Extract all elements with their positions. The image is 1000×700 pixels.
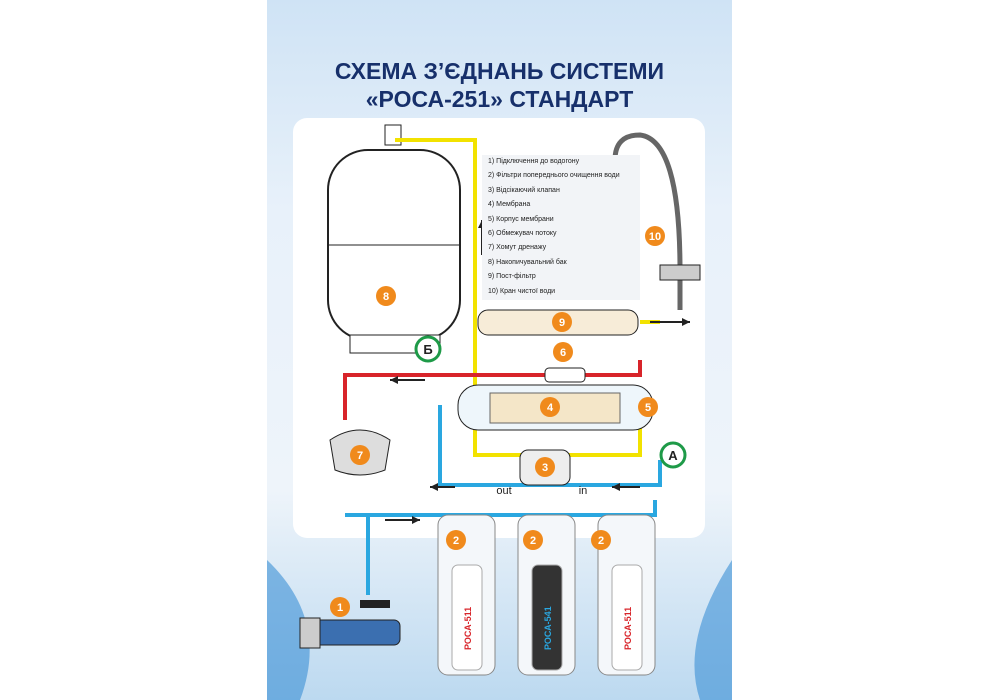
pre-filters: [437, 514, 656, 676]
title-line-2: «РОСА-251» СТАНДАРТ: [365, 86, 634, 112]
flow-out-label: out: [496, 485, 511, 497]
legend-item: 5) Корпус мембрани: [488, 215, 554, 223]
legend-item: 10) Кран чистої води: [488, 287, 556, 295]
marker-10: 10: [649, 231, 661, 243]
marker-4: 4: [547, 402, 554, 414]
legend: 1) Підключення до водогону 2) Фільтри по…: [482, 155, 640, 300]
marker-1: 1: [337, 602, 343, 614]
marker-2a: 2: [453, 535, 459, 547]
marker-b: Б: [423, 342, 432, 357]
marker-3: 3: [542, 462, 548, 474]
marker-2b: 2: [530, 535, 536, 547]
cartridge-label-3: РОСА-511: [623, 607, 633, 650]
cartridge-label-2: РОСА-541: [543, 606, 553, 650]
legend-item: 4) Мембрана: [488, 201, 531, 209]
legend-item: 7) Хомут дренажу: [488, 244, 547, 252]
legend-item: 9) Пост-фільтр: [488, 273, 536, 281]
marker-8: 8: [383, 291, 389, 303]
legend-item: 2) Фільтри попереднього очищення води: [488, 172, 620, 180]
legend-item: 8) Накопичувальний бак: [488, 258, 567, 266]
storage-tank: [327, 124, 461, 354]
legend-item: 6) Обмежувач потоку: [488, 229, 557, 237]
marker-2c: 2: [598, 535, 604, 547]
red-drain-tube: [343, 373, 475, 420]
inlet-tube: [345, 513, 440, 595]
inlet-valve: [299, 600, 401, 649]
flow-in-label: in: [579, 485, 588, 497]
legend-item: 1) Підключення до водогону: [488, 158, 580, 165]
cartridge-label-1: РОСА-511: [463, 607, 473, 650]
marker-7: 7: [357, 450, 363, 462]
marker-9: 9: [559, 317, 565, 329]
marker-a: А: [668, 448, 678, 463]
title-line-1: СХЕМА З’ЄДНАНЬ СИСТЕМИ: [334, 58, 665, 84]
yellow-tube: [395, 138, 642, 457]
marker-6: 6: [560, 347, 566, 359]
marker-5: 5: [645, 402, 651, 414]
legend-item: 3) Відсікаючий клапан: [488, 186, 560, 194]
flow-restrictor: [544, 367, 586, 383]
